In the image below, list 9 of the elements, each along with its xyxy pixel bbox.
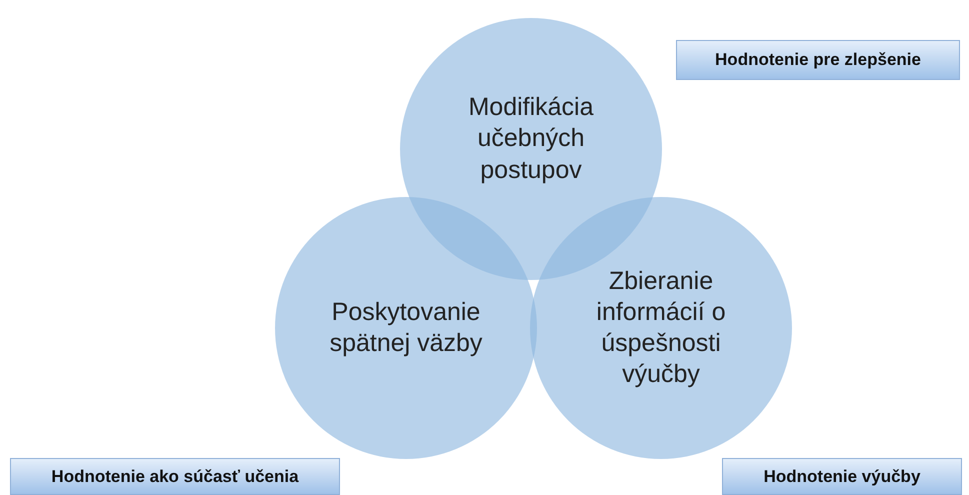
circle-label: Zbieranie informácií o úspešnosti výučby: [595, 266, 727, 390]
circle-label: Modifikácia učebných postupov: [467, 92, 595, 186]
tag-label: Hodnotenie pre zlepšenie: [715, 50, 921, 70]
category-tag: [676, 40, 960, 80]
tag-label: Hodnotenie výučby: [764, 466, 920, 486]
circle-label: Poskytovanie spätnej väzby: [328, 296, 484, 359]
category-tag: [10, 458, 340, 495]
category-tag: [722, 458, 962, 495]
tag-label: Hodnotenie ako súčasť učenia: [51, 466, 299, 486]
